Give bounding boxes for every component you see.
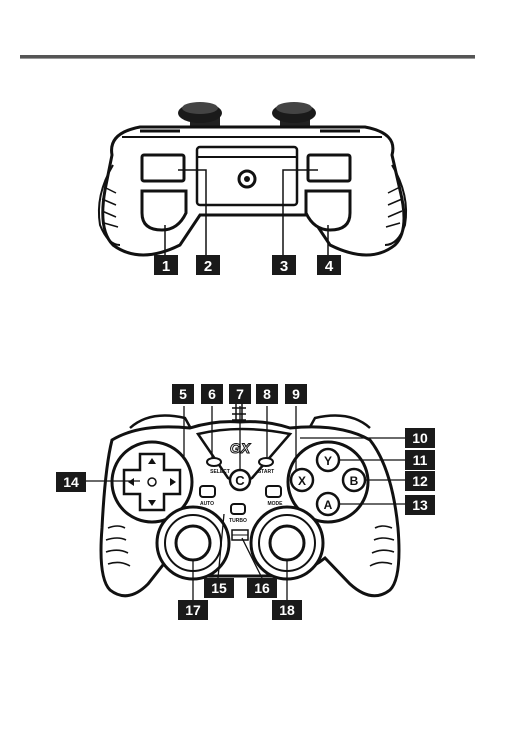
svg-text:8: 8 (263, 386, 271, 402)
analog-stick-left-top (178, 102, 222, 129)
callout-4: 4 (317, 255, 341, 275)
shoulder-button-l1 (142, 155, 184, 181)
auto-button[interactable] (200, 486, 215, 497)
svg-text:4: 4 (325, 258, 334, 275)
svg-text:13: 13 (412, 497, 428, 513)
controller-rear-view: 1 2 3 4 (0, 95, 510, 285)
callout-10: 10 (405, 428, 435, 448)
callout-13: 13 (405, 495, 435, 515)
mode-button[interactable] (266, 486, 281, 497)
analog-stick-right-top (272, 102, 316, 129)
svg-text:11: 11 (413, 452, 428, 468)
callout-7: 7 (229, 384, 251, 404)
svg-text:15: 15 (211, 580, 227, 596)
header-rule (20, 55, 475, 59)
svg-text:TURBO: TURBO (229, 518, 247, 524)
callout-3: 3 (272, 255, 296, 275)
y-button[interactable]: Y (317, 449, 339, 471)
callout-12: 12 (405, 471, 435, 491)
callout-5: 5 (172, 384, 194, 404)
a-button[interactable]: A (317, 493, 339, 515)
svg-text:10: 10 (412, 430, 428, 446)
trigger-l2 (142, 191, 186, 230)
svg-text:START: START (258, 469, 274, 475)
svg-text:7: 7 (236, 386, 244, 402)
callout-1: 1 (154, 255, 178, 275)
svg-text:6: 6 (208, 386, 216, 402)
svg-text:9: 9 (292, 386, 300, 402)
svg-text:16: 16 (254, 580, 270, 596)
callout-14: 14 (56, 472, 86, 492)
svg-text:5: 5 (179, 386, 187, 402)
svg-text:SELECT: SELECT (210, 469, 230, 475)
svg-text:AUTO: AUTO (200, 501, 214, 507)
select-button[interactable] (207, 458, 221, 466)
svg-text:X: X (298, 474, 306, 488)
svg-text:1: 1 (162, 258, 170, 275)
turbo-button[interactable] (231, 504, 245, 514)
svg-text:17: 17 (185, 602, 201, 618)
trigger-r2 (306, 191, 350, 230)
b-button[interactable]: B (343, 469, 365, 491)
svg-text:14: 14 (63, 474, 79, 490)
callout-18: 18 (272, 600, 302, 620)
controller-front-view: GX SELECT START C AUTO TURBO MODE Y X B … (0, 378, 510, 628)
svg-text:2: 2 (204, 258, 212, 275)
callout-8: 8 (256, 384, 278, 404)
svg-text:3: 3 (280, 258, 288, 275)
svg-text:A: A (324, 498, 333, 512)
callout-6: 6 (201, 384, 223, 404)
svg-text:Y: Y (324, 454, 332, 468)
svg-text:12: 12 (412, 473, 428, 489)
shoulder-button-r1 (308, 155, 350, 181)
svg-text:B: B (350, 474, 359, 488)
callout-9: 9 (285, 384, 307, 404)
svg-text:C: C (235, 473, 245, 488)
callout-11: 11 (405, 450, 435, 470)
svg-text:18: 18 (279, 602, 295, 618)
brand-logo: GX (230, 440, 252, 456)
x-button[interactable]: X (291, 469, 313, 491)
callout-2: 2 (196, 255, 220, 275)
callout-15: 15 (204, 578, 234, 598)
callout-17: 17 (178, 600, 208, 620)
callout-16: 16 (247, 578, 277, 598)
start-button[interactable] (259, 458, 273, 466)
